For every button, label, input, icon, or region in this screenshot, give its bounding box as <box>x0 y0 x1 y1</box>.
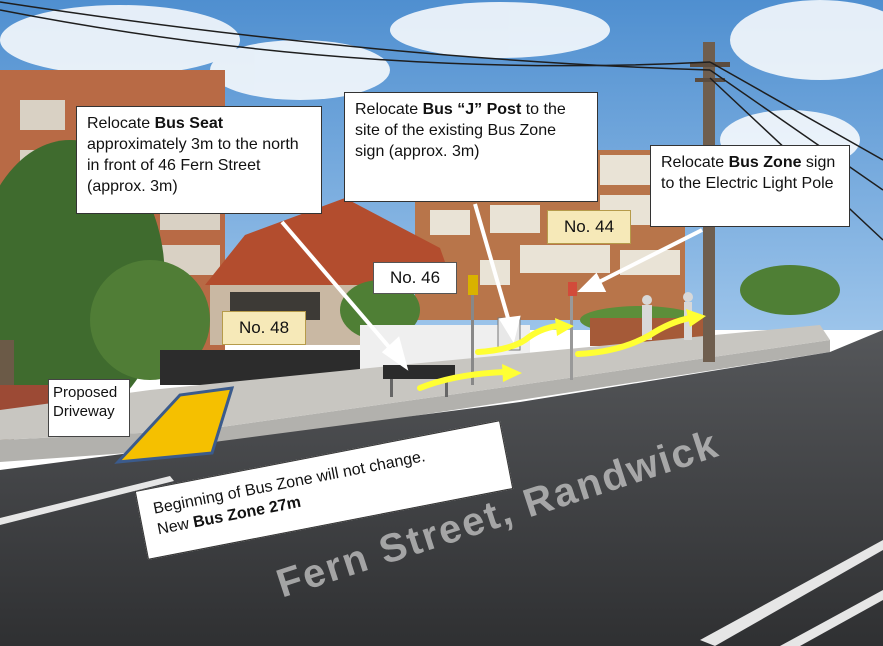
callout-text: approximately 3m to the north in front o… <box>87 136 299 195</box>
bus-zone-sign-pole <box>570 285 573 380</box>
relocate-bus-seat-callout: Relocate Bus Seat approximately 3m to th… <box>76 106 322 214</box>
callout-text: sign to the Electric Light Pole <box>661 154 836 192</box>
bus-seat <box>383 365 455 379</box>
movement-arrows <box>417 315 693 391</box>
callout-bold-text: Bus “J” Post <box>422 101 522 118</box>
road-line-right-1 <box>700 540 883 646</box>
relocate-bus-zone-callout: Relocate Bus Zone sign to the Electric L… <box>650 145 850 227</box>
road-line-left <box>0 476 174 525</box>
house-number-48: No. 48 <box>222 311 306 345</box>
leader-arrows <box>280 203 703 371</box>
callout-text: Relocate <box>87 115 155 132</box>
callout-text: to the site of the existing Bus Zone sig… <box>355 101 566 160</box>
power-lines <box>0 1 883 241</box>
proposed-driveway-area <box>114 386 235 464</box>
proposed-driveway-label: Proposed Driveway <box>48 379 130 437</box>
relocate-bus-j-post-callout: Relocate Bus “J” Post to the site of the… <box>344 92 598 202</box>
house-number-46: No. 46 <box>373 262 457 294</box>
house-number-44: No. 44 <box>547 210 631 244</box>
callout-text: Relocate <box>661 154 729 171</box>
road-line-right-2 <box>780 590 883 646</box>
callout-bold-text: Bus Zone <box>728 154 802 171</box>
callout-bold-text: Bus Seat <box>154 115 224 132</box>
bus-zone-sign <box>568 282 577 296</box>
callout-text: Relocate <box>355 101 423 118</box>
callout-text: New <box>155 514 195 539</box>
